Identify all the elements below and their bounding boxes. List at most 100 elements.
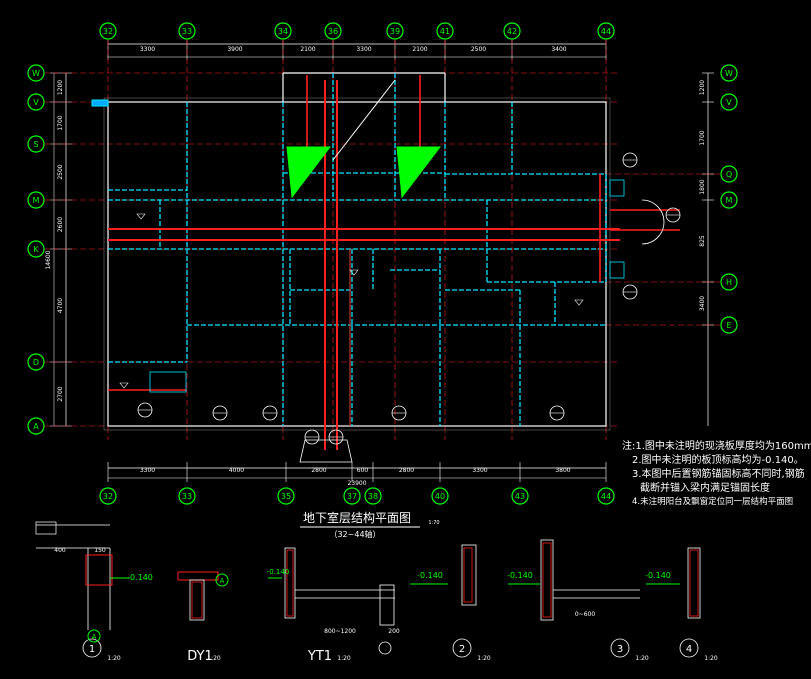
detail-wall [540,539,554,621]
detail-axis-bubble [215,573,229,587]
left-axis-A-bubble [27,417,45,435]
right-dim-value: 1700 [699,130,706,145]
detail-scale: 1:20 [704,655,718,662]
bottom-axis-33-bubble [178,487,196,505]
left-axis-W-label: W [32,69,40,78]
opening-mark [91,99,109,107]
detail-scale: 1:20 [207,655,221,662]
bottom-dim-value: 2800 [311,467,326,474]
right-axis-H-label: H [726,278,732,287]
top-axis-32-label: 32 [103,27,113,36]
left-dim-value: 1700 [57,115,64,130]
detail-rebar [191,581,203,619]
stair-flight-fill-right [396,146,442,199]
bottom-axis-37-bubble [343,487,361,505]
detail-wall [189,579,205,621]
level-triangle [136,213,146,220]
top-axis-36-label: 36 [328,27,338,36]
top-dim-value: 3300 [356,46,371,53]
opening-mark [149,371,187,393]
detail-scale: 1:20 [635,655,649,662]
bottom-dim-value: 3300 [140,467,155,474]
top-axis-39-bubble [386,22,404,40]
right-axis-E-bubble [720,316,738,334]
detail-bubble [679,638,699,658]
bottom-axis-43-label: 43 [515,492,525,501]
bottom-axis-35-bubble [277,487,295,505]
detail-number-1: 1 [89,644,95,655]
level-triangle [349,269,359,276]
bottom-axis-44-bubble [597,487,615,505]
detail-axis-label: A [220,577,225,585]
bottom-dim-value: 4000 [229,467,244,474]
detail-wall [687,547,701,619]
door-swing [641,199,665,245]
column-mark [609,261,625,279]
top-axis-41-bubble [436,22,454,40]
right-axis-H-bubble [720,273,738,291]
bottom-axis-40-label: 40 [435,492,445,501]
left-axis-M-label: M [33,196,40,205]
right-axis-M-bubble [720,191,738,209]
top-dim-value: 2100 [412,46,427,53]
bottom-axis-32-label: 32 [103,492,113,501]
bottom-dim-value: 2800 [399,467,414,474]
detail-dim: 800~1200 [324,628,356,635]
left-axis-W-bubble [27,64,45,82]
left-axis-A-label: A [33,422,39,431]
right-dim-value: 1200 [699,80,706,95]
bottom-axis-37-label: 37 [347,492,357,501]
drawing-title: 地下室层结构平面图 [303,510,411,525]
right-axis-V-label: V [726,98,732,107]
left-total-dim: 14600 [45,250,52,269]
right-axis-E-label: E [726,321,731,330]
bottom-dim-value: 3800 [555,467,570,474]
note-1: 注:1.图中未注明的现浇板厚度均为160mm。 [622,441,811,452]
top-axis-44-label: 44 [601,27,611,36]
column-mark [609,179,625,197]
left-axis-K-bubble [27,240,45,258]
detail-parapet [35,521,57,535]
stair-diagonal [332,79,396,161]
detail-grade: -0.140 [507,571,533,580]
left-dim-value: 2600 [57,217,64,232]
note-3b: 截断并锚入梁内满足锚固长度 [640,483,770,494]
left-axis-D-label: D [33,358,39,367]
level-triangle [574,299,584,306]
bottom-axis-38-bubble [364,487,382,505]
top-dim-value: 2100 [300,46,315,53]
detail-dim: 200 [388,628,400,635]
top-axis-33-label: 33 [182,27,192,36]
detail-scale: 1:20 [337,655,351,662]
top-axis-39-label: 39 [390,27,400,36]
right-axis-Q-bubble [720,165,738,183]
note-3: 3.本图中后置钢筋锚固标高不同时,钢筋 [632,469,805,480]
stair-flight-fill-left [286,146,332,199]
detail-dim: 150 [94,547,106,554]
bottom-dim-value: 600 [357,467,369,474]
detail-grade: -0.140 [267,568,290,576]
detail-dim: 400 [54,547,66,554]
bottom-axis-44-label: 44 [601,492,611,501]
left-axis-V-label: V [33,98,39,107]
detail-bubble [82,638,102,658]
top-dim-value: 3900 [227,46,242,53]
detail-number-3: 3 [617,644,623,655]
bottom-axis-40-bubble [431,487,449,505]
top-dim-value: 2500 [471,46,486,53]
top-axis-36-bubble [324,22,342,40]
detail-axis-label: A [92,633,97,641]
detail-number-4: 4 [686,644,692,655]
detail-label-DY1: DY1 [187,649,213,664]
detail-rebar [286,549,294,617]
left-axis-M-bubble [27,191,45,209]
top-axis-41-label: 41 [440,27,450,36]
right-axis-V-bubble [720,93,738,111]
bottom-axis-43-bubble [511,487,529,505]
top-dim-value: 3300 [140,46,155,53]
left-axis-V-bubble [27,93,45,111]
top-dim-value: 3400 [551,46,566,53]
detail-rebar [463,547,473,603]
